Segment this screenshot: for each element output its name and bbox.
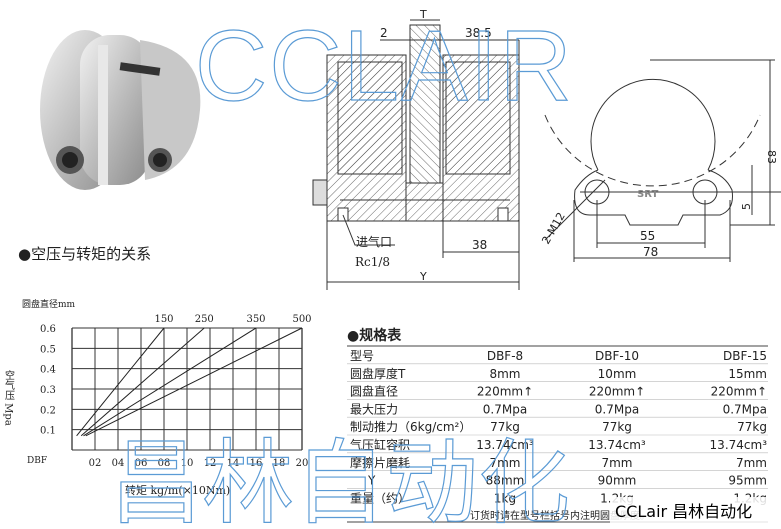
cell-value: 15mm [728, 367, 767, 381]
series-label: 250 [195, 314, 214, 325]
x-tick-label: 04 [112, 458, 125, 469]
cell-value: 7mm [601, 456, 632, 470]
dim-78: 78 [643, 245, 658, 259]
chart-section-title: ●空压与转矩的关系 [18, 245, 151, 263]
cell-value: 7mm [736, 456, 767, 470]
cell-value: 95mm [728, 474, 767, 488]
series-label: 500 [292, 314, 311, 325]
row-label: 气压缸容积 [350, 437, 410, 452]
dim-83: 83 [765, 150, 778, 164]
order-note: 订货时请在型号栏括号内注明圆盘厚度。 [470, 509, 650, 522]
table-row: Y 88mm 90mm 95mm [367, 474, 767, 488]
inlet-label: 进气口 [356, 234, 392, 249]
row-label: 重量（约） [350, 490, 410, 505]
brand-label: CCLair 昌林自动化 [615, 502, 752, 521]
dim-t: T [419, 8, 427, 21]
cell-value: 77kg [490, 420, 520, 434]
cell-value: 8mm [489, 367, 520, 381]
x-tick-label: 18 [273, 458, 286, 469]
cell-value: 220mm↑ [711, 385, 767, 399]
y-tick-label: 0.4 [40, 365, 56, 376]
dim-38-5: 38.5 [465, 26, 492, 40]
table-row: 制动推力（6kg/cm²） 77kg 77kg 77kg [350, 420, 767, 434]
watermark-bottom: 昌林自动化 [110, 433, 570, 529]
cell-value: 220mm↑ [477, 385, 533, 399]
watermark-top: CCLAIR [195, 10, 574, 122]
product-photo [40, 30, 201, 190]
x-prefix: DBF [27, 456, 47, 466]
y-tick-label: 0.6 [40, 324, 56, 335]
y-tick-label: 0.3 [40, 385, 56, 396]
cell-value: 88mm [486, 474, 525, 488]
x-tick-label: 02 [89, 458, 102, 469]
row-label: 制动推力（6kg/cm²） [350, 420, 471, 434]
dim-y: Y [419, 270, 427, 283]
row-label: Y [367, 474, 376, 488]
table-row: 圆盘厚度T 8mm 10mm 15mm [350, 366, 767, 381]
spec-title: ●规格表 [347, 327, 402, 344]
cell-value: 13.74cm³ [476, 438, 534, 452]
x-tick-label: 06 [135, 458, 148, 469]
cell-value: 220mm↑ [589, 385, 645, 399]
cell-value: 0.7Mpa [483, 402, 527, 416]
row-label: 圆盘直径 [350, 384, 398, 399]
x-tick-label: 20 [296, 458, 309, 469]
dim-55: 55 [640, 229, 655, 243]
cell-value: DBF-10 [595, 349, 639, 363]
y-tick-label: 0.5 [40, 344, 56, 355]
series-line-150 [76, 327, 165, 437]
x-tick-label: 08 [158, 458, 171, 469]
table-row: 摩擦片磨耗 7mm 7mm 7mm [350, 455, 767, 470]
series-label: 350 [246, 314, 265, 325]
x-tick-label: 12 [204, 458, 217, 469]
dim-38: 38 [472, 238, 487, 252]
legend-title: 圆盘直径mm [22, 298, 76, 310]
cell-value: 1kg [494, 491, 516, 505]
x-axis-label: 转矩 kg/m(×10Nm) [125, 483, 230, 497]
series-line-500 [85, 327, 303, 437]
cell-value: 7mm [489, 456, 520, 470]
x-tick-label: 16 [250, 458, 263, 469]
row-label: 最大压力 [350, 402, 398, 416]
row-label: 型号 [350, 349, 374, 363]
table-header-row: 型号 DBF-8 DBF-10 DBF-15 [350, 349, 767, 363]
y-axis-label: 空气压 Mpa [3, 369, 15, 426]
cell-value: 77kg [602, 420, 632, 434]
x-tick-label: 14 [227, 458, 240, 469]
dim-5: 5 [740, 203, 753, 210]
cell-value: 0.7Mpa [723, 402, 767, 416]
series-label: 150 [154, 314, 173, 325]
dim-2: 2 [380, 26, 388, 40]
cell-value: 13.74cm³ [710, 438, 768, 452]
hole-label: 2-M12 [539, 210, 567, 246]
y-tick-label: 0.2 [40, 405, 56, 416]
cell-value: 13.74cm³ [588, 438, 646, 452]
cell-value: 10mm [598, 367, 637, 381]
cell-value: 0.7Mpa [595, 402, 639, 416]
section-drawing: T 2 38.5 38 Y 进气口 Rc1/8 [312, 8, 520, 290]
series-line-350 [83, 327, 257, 437]
row-label: 圆盘厚度T [350, 366, 406, 381]
x-tick-label: 10 [181, 458, 194, 469]
table-row: 最大压力 0.7Mpa 0.7Mpa 0.7Mpa [350, 402, 767, 416]
srt-logo: SRT [637, 189, 658, 200]
cell-value: 90mm [598, 474, 637, 488]
y-tick-label: 0.1 [40, 426, 56, 437]
end-view-drawing: SRT 55 78 83 5 2-M12 [539, 59, 781, 262]
torque-chart: 圆盘直径mm DBF 转矩 kg/m(×10Nm) 空气压 Mpa 0.6 0.5… [3, 298, 312, 497]
table-row: 气压缸容积 13.74cm³ 13.74cm³ 13.74cm³ [350, 437, 767, 452]
cell-value: 77kg [737, 420, 767, 434]
inlet-thread: Rc1/8 [355, 255, 390, 269]
spec-table: ●规格表 订货时请在型号栏括号内注明圆盘厚度。 型号 DBF-8 DBF-10 DBF… [347, 327, 768, 523]
table-row: 圆盘直径 220mm↑ 220mm↑ 220mm↑ [350, 384, 767, 399]
series-line-250 [80, 327, 205, 437]
cell-value: DBF-8 [487, 349, 523, 363]
cell-value: DBF-15 [723, 349, 767, 363]
row-label: 摩擦片磨耗 [350, 455, 410, 470]
